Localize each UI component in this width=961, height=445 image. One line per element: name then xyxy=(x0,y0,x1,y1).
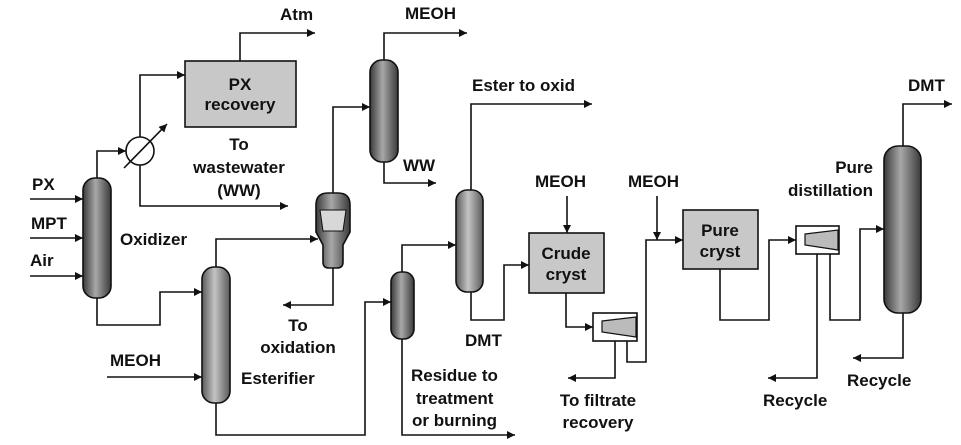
label-to-wastewater-1: To xyxy=(229,135,249,154)
label-esterifier: Esterifier xyxy=(241,369,315,388)
residue-column xyxy=(390,271,415,340)
label-to-wastewater-3: (WW) xyxy=(217,181,260,200)
oxidizer-column xyxy=(82,177,112,299)
label-recycle-column: Recycle xyxy=(847,371,911,390)
label-to-wastewater-2: wastewater xyxy=(192,158,285,177)
label-residue-1: Residue to xyxy=(411,366,498,385)
label-crude-cryst-1: Crude xyxy=(541,244,590,263)
label-meoh-pure: MEOH xyxy=(628,172,679,191)
esterifier-column xyxy=(201,266,231,404)
label-filtrate-2: recovery xyxy=(563,413,634,432)
feed-lines xyxy=(30,195,83,280)
label-pure-distillation-2: distillation xyxy=(788,181,873,200)
label-residue-3: or burning xyxy=(412,411,497,430)
label-pure-distillation-1: Pure xyxy=(835,158,873,177)
label-filtrate-1: To filtrate xyxy=(560,391,636,410)
label-dmt-mid: DMT xyxy=(465,331,502,350)
label-atm: Atm xyxy=(280,5,313,24)
heat-exchanger-icon xyxy=(123,123,168,169)
label-ester-to-oxid: Ester to oxid xyxy=(472,76,575,95)
separator-vessel xyxy=(315,192,351,269)
label-meoh-crude: MEOH xyxy=(535,172,586,191)
label-to-oxidation-1: To xyxy=(288,316,308,335)
label-ww: WW xyxy=(403,156,436,175)
label-to-oxidation-2: oxidation xyxy=(260,338,336,357)
crude-cryst-box xyxy=(528,232,605,294)
pure-distillation-column xyxy=(883,145,922,314)
centrifuge-1 xyxy=(592,312,638,342)
label-oxidizer: Oxidizer xyxy=(120,230,187,249)
label-air: Air xyxy=(30,251,54,270)
label-pure-cryst-2: cryst xyxy=(700,242,741,261)
label-px: PX xyxy=(32,175,55,194)
label-residue-2: treatment xyxy=(416,389,494,408)
label-dmt-product: DMT xyxy=(908,76,945,95)
label-recycle-filter: Recycle xyxy=(763,391,827,410)
centrifuge-2 xyxy=(795,225,840,255)
label-px-recovery-2: recovery xyxy=(205,95,276,114)
ester-column xyxy=(455,189,484,293)
meoh-column xyxy=(369,59,399,163)
label-px-recovery-1: PX xyxy=(229,75,252,94)
label-meoh-esterifier: MEOH xyxy=(110,351,161,370)
label-pure-cryst-1: Pure xyxy=(701,221,739,240)
px-recovery-box xyxy=(184,60,297,128)
label-crude-cryst-2: cryst xyxy=(546,265,587,284)
label-mpt: MPT xyxy=(31,214,68,233)
pure-cryst-box xyxy=(682,209,759,270)
label-meoh-top: MEOH xyxy=(405,4,456,23)
